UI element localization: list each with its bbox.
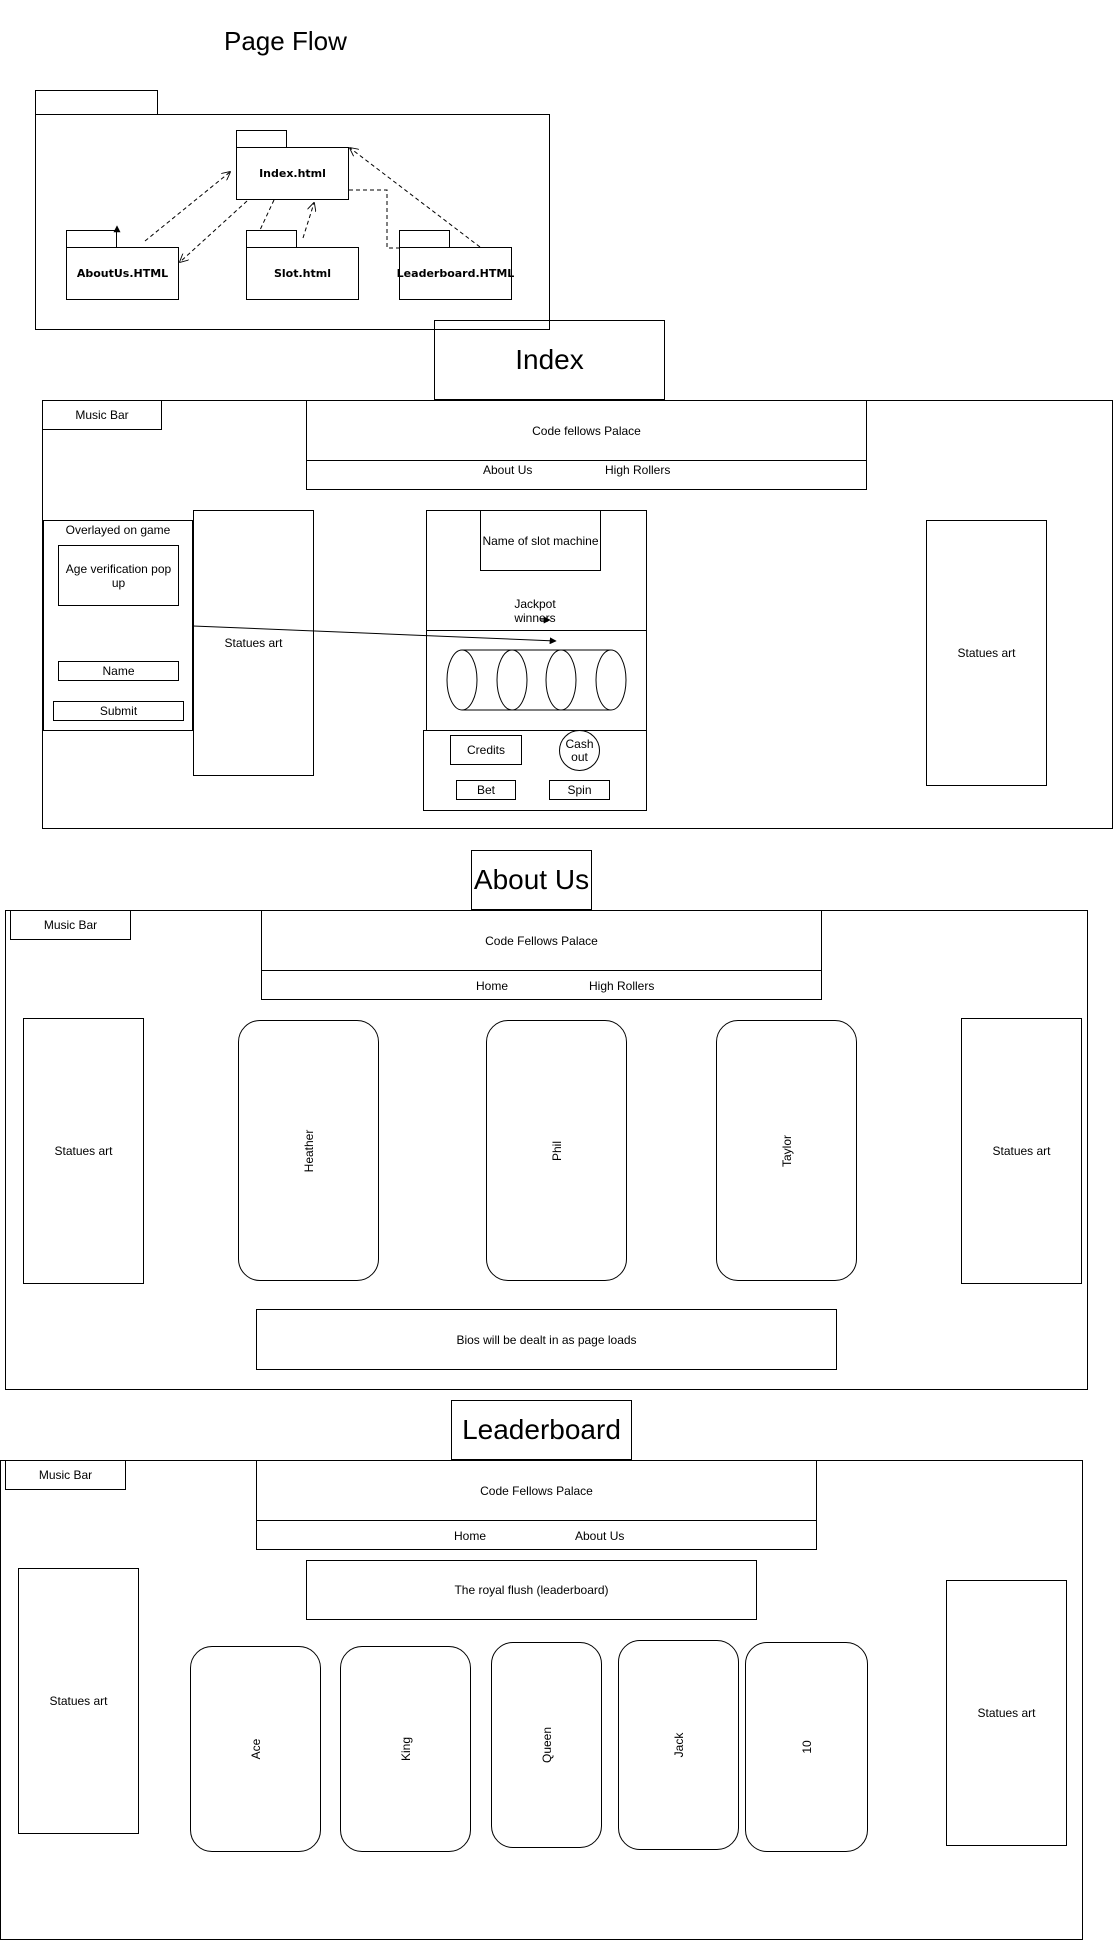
page-flow-title: Page Flow bbox=[224, 26, 347, 56]
music-bar-label: Music Bar bbox=[75, 408, 129, 422]
statues-art-left: Statues art bbox=[193, 510, 314, 776]
leaderboard-section-title: Leaderboard bbox=[451, 1400, 632, 1460]
card-name: Taylor bbox=[779, 1134, 794, 1167]
submit-label: Submit bbox=[99, 704, 138, 718]
site-title: Code Fellows Palace bbox=[480, 1483, 593, 1498]
leaderboard-nav bbox=[256, 1520, 817, 1550]
about-section-title: About Us bbox=[471, 850, 592, 910]
card-rank: Jack bbox=[671, 1732, 686, 1758]
statues-art-right: Statues art bbox=[961, 1018, 1082, 1284]
bet-button[interactable]: Bet bbox=[456, 780, 516, 800]
about-title-text: About Us bbox=[473, 864, 590, 895]
slot-machine-name: Name of slot machine bbox=[480, 510, 601, 571]
index-package: Index.html bbox=[236, 147, 349, 200]
music-bar-label: Music Bar bbox=[38, 1468, 93, 1482]
overlay-panel bbox=[43, 520, 193, 731]
statues-art-label: Statues art bbox=[224, 636, 283, 650]
about-nav bbox=[261, 970, 822, 1000]
leaderboard-card[interactable]: Jack bbox=[618, 1640, 739, 1850]
submit-button[interactable]: Submit bbox=[53, 701, 184, 721]
overlay-label: Overlayed on game bbox=[65, 523, 171, 537]
slot-controls-panel bbox=[423, 730, 647, 811]
leaderboard-music-bar[interactable]: Music Bar bbox=[5, 1460, 126, 1490]
reel-1 bbox=[496, 649, 528, 711]
slot-package-label: Slot.html bbox=[273, 267, 331, 280]
royal-flush-title: The royal flush (leaderboard) bbox=[306, 1560, 757, 1620]
team-card[interactable]: Heather bbox=[238, 1020, 379, 1281]
slot-name-text: Name of slot machine bbox=[482, 533, 599, 548]
leaderboard-package: Leaderboard.HTML bbox=[396, 247, 515, 300]
site-title: Code Fellows Palace bbox=[485, 933, 598, 948]
team-card[interactable]: Taylor bbox=[716, 1020, 857, 1281]
age-verification-popup: Age verification pop up bbox=[58, 545, 179, 606]
about-header: Code Fellows Palace bbox=[261, 910, 822, 971]
index-section-title: Index bbox=[434, 320, 665, 400]
name-input[interactable]: Name bbox=[58, 661, 179, 681]
name-input-label: Name bbox=[102, 664, 135, 678]
card-rank: Ace bbox=[248, 1738, 263, 1760]
statues-art-right: Statues art bbox=[946, 1580, 1067, 1846]
statues-art-label: Statues art bbox=[957, 646, 1016, 660]
statues-art-label: Statues art bbox=[977, 1706, 1036, 1720]
site-title: Code fellows Palace bbox=[532, 423, 641, 438]
team-card[interactable]: Phil bbox=[486, 1020, 627, 1281]
index-title-text: Index bbox=[515, 344, 584, 375]
overlay-arrow bbox=[192, 625, 557, 645]
credits-label: Credits bbox=[466, 743, 505, 757]
index-music-bar[interactable]: Music Bar bbox=[42, 400, 162, 430]
nav-about-us-link[interactable]: About Us bbox=[483, 463, 533, 477]
cash-out-button[interactable]: Cash out bbox=[559, 730, 600, 771]
nav-about-us-link[interactable]: About Us bbox=[575, 1529, 625, 1543]
bet-label: Bet bbox=[476, 783, 495, 797]
card-rank: King bbox=[398, 1736, 413, 1762]
credits-display: Credits bbox=[450, 735, 522, 765]
leaderboard-header: Code Fellows Palace bbox=[256, 1460, 817, 1521]
leaderboard-card[interactable]: King bbox=[340, 1646, 471, 1852]
leaderboard-card[interactable]: 10 bbox=[745, 1642, 868, 1852]
card-rank: 10 bbox=[799, 1740, 814, 1754]
statues-art-label: Statues art bbox=[49, 1694, 108, 1708]
card-name: Heather bbox=[301, 1129, 316, 1172]
nav-high-rollers-link[interactable]: High Rollers bbox=[605, 463, 671, 477]
leaderboard-card[interactable]: Queen bbox=[491, 1642, 602, 1848]
reel-2 bbox=[545, 649, 577, 711]
about-music-bar[interactable]: Music Bar bbox=[10, 910, 131, 940]
leaderboard-card[interactable]: Ace bbox=[190, 1646, 321, 1852]
about-package: AboutUs.HTML bbox=[66, 247, 179, 300]
nav-high-rollers-link[interactable]: High Rollers bbox=[589, 979, 655, 993]
board-title-text: The royal flush (leaderboard) bbox=[454, 1583, 609, 1597]
index-nav bbox=[306, 460, 867, 490]
statues-art-label: Statues art bbox=[54, 1144, 113, 1158]
leaderboard-package-label: Leaderboard.HTML bbox=[396, 267, 515, 280]
statues-art-right: Statues art bbox=[926, 520, 1047, 786]
statues-art-label: Statues art bbox=[992, 1144, 1051, 1158]
slot-package: Slot.html bbox=[246, 247, 359, 300]
music-bar-label: Music Bar bbox=[43, 918, 98, 932]
spin-button[interactable]: Spin bbox=[549, 780, 610, 800]
reel-3 bbox=[595, 649, 627, 711]
index-package-label: Index.html bbox=[259, 167, 326, 180]
page-flow-package bbox=[35, 114, 550, 330]
statues-art-left: Statues art bbox=[23, 1018, 144, 1284]
bios-text: Bios will be dealt in as page loads bbox=[456, 1332, 637, 1347]
nav-home-link[interactable]: Home bbox=[476, 979, 509, 993]
card-rank: Queen bbox=[539, 1726, 554, 1764]
spin-label: Spin bbox=[567, 783, 592, 797]
popup-text: Age verification pop up bbox=[65, 561, 172, 590]
bios-panel: Bios will be dealt in as page loads bbox=[256, 1309, 837, 1370]
nav-home-link[interactable]: Home bbox=[454, 1529, 487, 1543]
reel-left-end bbox=[446, 649, 478, 711]
cash-out-label: Cash out bbox=[565, 736, 594, 764]
card-name: Phil bbox=[549, 1140, 564, 1161]
leaderboard-title-text: Leaderboard bbox=[462, 1414, 621, 1445]
statues-art-left: Statues art bbox=[18, 1568, 139, 1834]
about-package-label: AboutUs.HTML bbox=[76, 267, 169, 280]
